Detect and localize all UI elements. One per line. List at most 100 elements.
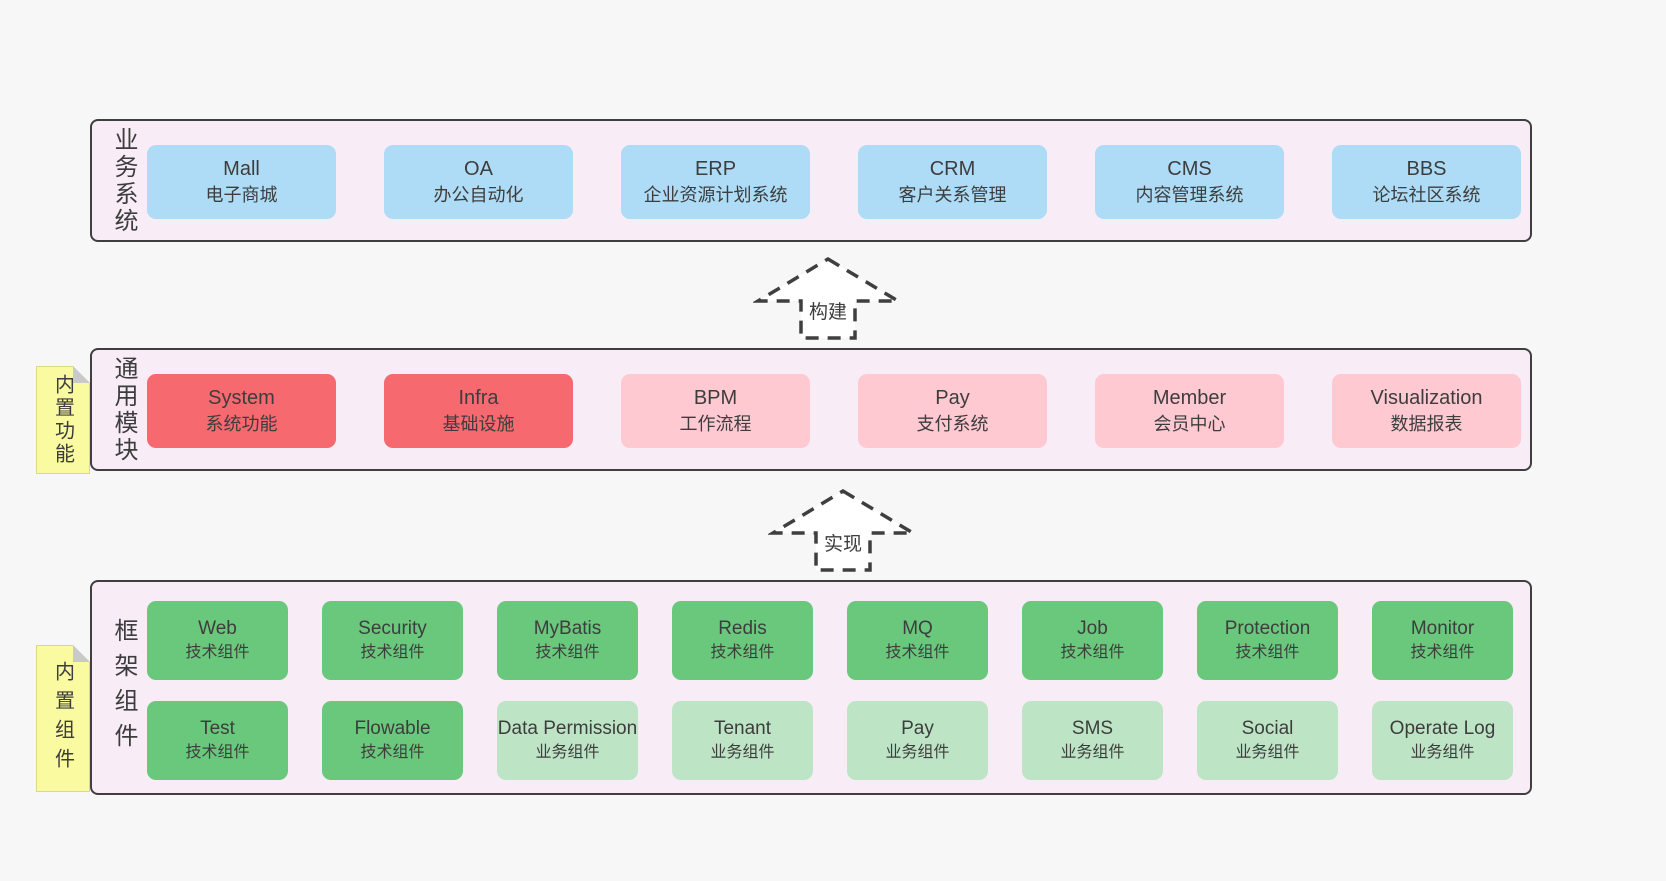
box-sms: SMS 业务组件: [1022, 701, 1163, 780]
box-title: MyBatis: [533, 618, 602, 639]
box-title: CRM: [929, 158, 976, 180]
business-boxes-row: Mall 电子商城 OA 办公自动化 ERP 企业资源计划系统 CRM 客户关系…: [147, 145, 1521, 219]
box-subtitle: 业务组件: [1235, 744, 1300, 761]
box-title: Member: [1152, 387, 1227, 409]
box-title: Pay: [901, 718, 934, 739]
arrow-implement-label: 实现: [820, 529, 866, 556]
box-subtitle: 业务组件: [1410, 744, 1475, 761]
box-title: Data Permission: [497, 718, 638, 739]
module-boxes-row: System 系统功能 Infra 基础设施 BPM 工作流程 Pay 支付系统…: [147, 374, 1521, 448]
box-oa: OA 办公自动化: [384, 145, 573, 219]
box-subtitle: 业务组件: [710, 744, 775, 761]
arrow-implement: 实现: [768, 488, 918, 574]
box-title: Web: [198, 618, 237, 639]
note-text: 内置功能: [51, 374, 74, 466]
box-subtitle: 会员中心: [1153, 414, 1226, 434]
box-job: Job 技术组件: [1022, 601, 1163, 680]
box-social: Social 业务组件: [1197, 701, 1338, 780]
box-infra: Infra 基础设施: [384, 374, 573, 448]
box-pay-component: Pay 业务组件: [847, 701, 988, 780]
box-title: System: [208, 387, 275, 409]
box-protection: Protection 技术组件: [1197, 601, 1338, 680]
box-subtitle: 企业资源计划系统: [643, 185, 788, 205]
box-subtitle: 技术组件: [710, 644, 775, 661]
box-data-permission: Data Permission 业务组件: [497, 701, 638, 780]
box-title: Protection: [1224, 618, 1311, 639]
box-subtitle: 数据报表: [1390, 414, 1463, 434]
box-test: Test 技术组件: [147, 701, 288, 780]
layer-common-modules: 通用模块 System 系统功能 Infra 基础设施 BPM 工作流程 Pay…: [90, 348, 1532, 471]
box-monitor: Monitor 技术组件: [1372, 601, 1513, 680]
box-subtitle: 技术组件: [1410, 644, 1475, 661]
box-title: ERP: [694, 158, 737, 180]
box-member: Member 会员中心: [1095, 374, 1284, 448]
box-flowable: Flowable 技术组件: [322, 701, 463, 780]
box-redis: Redis 技术组件: [672, 601, 813, 680]
box-subtitle: 论坛社区系统: [1372, 185, 1481, 205]
box-subtitle: 业务组件: [1060, 744, 1125, 761]
box-erp: ERP 企业资源计划系统: [621, 145, 810, 219]
box-title: SMS: [1071, 718, 1114, 739]
box-bbs: BBS 论坛社区系统: [1332, 145, 1521, 219]
box-subtitle: 技术组件: [1235, 644, 1300, 661]
box-subtitle: 技术组件: [885, 644, 950, 661]
box-subtitle: 基础设施: [442, 414, 515, 434]
box-mq: MQ 技术组件: [847, 601, 988, 680]
box-title: BBS: [1406, 158, 1447, 180]
box-title: Flowable: [354, 718, 431, 739]
box-visualization: Visualization 数据报表: [1332, 374, 1521, 448]
box-subtitle: 电子商城: [205, 185, 278, 205]
box-title: Job: [1077, 618, 1108, 639]
box-subtitle: 业务组件: [535, 744, 600, 761]
box-subtitle: 业务组件: [885, 744, 950, 761]
box-subtitle: 支付系统: [916, 414, 989, 434]
box-title: OA: [464, 158, 493, 180]
box-subtitle: 工作流程: [679, 414, 752, 434]
component-boxes-grid: Web 技术组件 Security 技术组件 MyBatis 技术组件 Redi…: [147, 601, 1513, 780]
box-subtitle: 系统功能: [205, 414, 278, 434]
box-subtitle: 客户关系管理: [898, 185, 1007, 205]
box-crm: CRM 客户关系管理: [858, 145, 1047, 219]
layer-business-systems: 业务系统 Mall 电子商城 OA 办公自动化 ERP 企业资源计划系统 CRM…: [90, 119, 1532, 242]
box-subtitle: 技术组件: [185, 744, 250, 761]
box-bpm: BPM 工作流程: [621, 374, 810, 448]
box-title: Tenant: [713, 718, 772, 739]
box-subtitle: 技术组件: [535, 644, 600, 661]
box-security: Security 技术组件: [322, 601, 463, 680]
box-title: Operate Log: [1389, 718, 1496, 739]
arrow-build-label: 构建: [805, 297, 851, 324]
box-tenant: Tenant 业务组件: [672, 701, 813, 780]
box-subtitle: 办公自动化: [433, 185, 524, 205]
box-system: System 系统功能: [147, 374, 336, 448]
note-text: 内置组件: [51, 660, 74, 777]
box-title: Mall: [223, 158, 260, 180]
box-title: BPM: [693, 387, 738, 409]
layer-label-common-modules: 通用模块: [110, 355, 137, 464]
box-subtitle: 技术组件: [1060, 644, 1125, 661]
arrow-build: 构建: [753, 256, 903, 342]
box-title: Social: [1241, 718, 1294, 739]
box-cms: CMS 内容管理系统: [1095, 145, 1284, 219]
box-operate-log: Operate Log 业务组件: [1372, 701, 1513, 780]
box-title: MQ: [902, 618, 933, 639]
note-built-in-components: 内置组件: [36, 645, 90, 792]
box-title: Redis: [718, 618, 767, 639]
layer-label-business-systems: 业务系统: [110, 126, 137, 235]
box-title: Test: [200, 718, 235, 739]
box-title: CMS: [1167, 158, 1212, 180]
layer-framework-components: 框架组件 Web 技术组件 Security 技术组件 MyBatis 技术组件…: [90, 580, 1532, 795]
box-title: Visualization: [1370, 387, 1483, 409]
box-title: Pay: [935, 387, 970, 409]
note-built-in-features: 内置功能: [36, 366, 90, 474]
box-title: Infra: [458, 387, 499, 409]
box-web: Web 技术组件: [147, 601, 288, 680]
box-mybatis: MyBatis 技术组件: [497, 601, 638, 680]
layer-label-framework-components: 框架组件: [110, 617, 137, 758]
box-subtitle: 内容管理系统: [1135, 185, 1244, 205]
box-mall: Mall 电子商城: [147, 145, 336, 219]
box-subtitle: 技术组件: [360, 744, 425, 761]
box-subtitle: 技术组件: [360, 644, 425, 661]
box-subtitle: 技术组件: [185, 644, 250, 661]
box-title: Monitor: [1410, 618, 1475, 639]
